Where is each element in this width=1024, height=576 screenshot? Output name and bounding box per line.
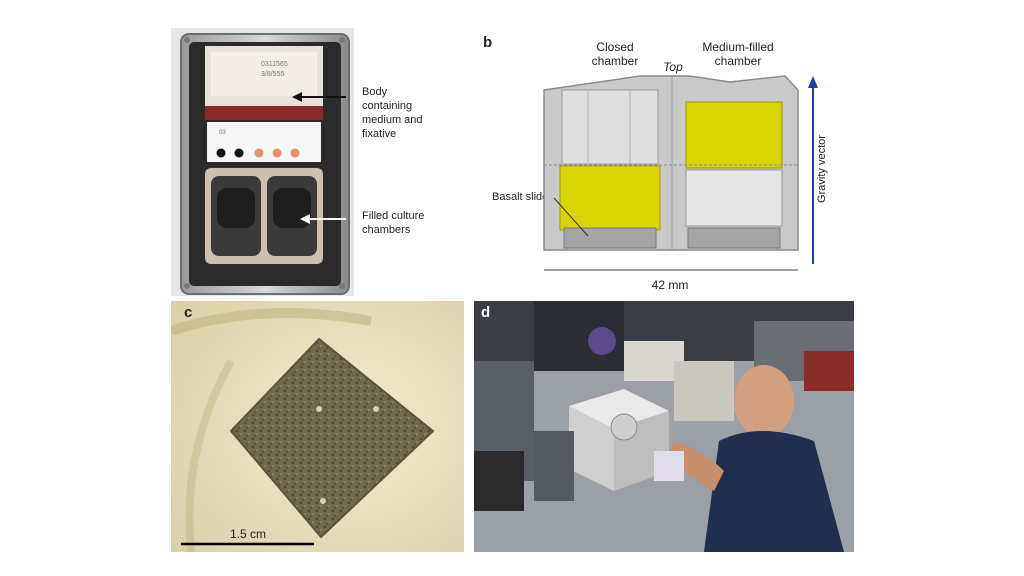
label-width: 42 mm: [651, 278, 689, 292]
annotation-body: Body containing medium and fixative: [362, 86, 423, 140]
label-gravity-vector: Gravity vector: [816, 135, 828, 203]
device-label-2: 3/8/555: [261, 71, 284, 78]
kubik-container-illustration: 0311565 3/8/555 03: [171, 28, 354, 296]
panel-letter-d: d: [481, 304, 491, 321]
label-closed-chamber: Closed chamber: [591, 40, 639, 68]
panel-d-photo: [474, 301, 854, 552]
orange-dot: [254, 148, 264, 158]
black-dot: [216, 148, 226, 158]
label-basalt-slide: Basalt slide: [492, 191, 549, 203]
annotation-chambers: Filled culture chambers: [362, 210, 425, 236]
panel-letter-c: c: [184, 304, 193, 321]
device-label-3: 03: [219, 130, 226, 136]
basalt-slide-left: [563, 227, 657, 249]
basalt-slide-right: [687, 227, 781, 249]
fluid-left: [559, 165, 661, 231]
device-label-1: 0311565: [261, 61, 288, 68]
scale-bar-label: 1.5 cm: [230, 527, 267, 541]
basalt-slide: [229, 337, 435, 539]
label-medium-filled-chamber: Medium-filled chamber: [702, 40, 774, 68]
orange-dot: [272, 148, 282, 158]
fluid-right: [685, 101, 783, 169]
basalt-slide-photo-illustration: [171, 301, 464, 552]
label-top: Top: [663, 60, 683, 74]
black-dot: [234, 148, 244, 158]
panel-a-photo: 0311565 3/8/555 03: [171, 28, 354, 296]
panel-c-photo: [171, 301, 464, 552]
panel-letter-b: b: [483, 34, 493, 51]
chamber-cross-section-diagram: [543, 75, 818, 271]
orange-dot: [290, 148, 300, 158]
iss-astronaut-photo-illustration: [474, 301, 854, 552]
